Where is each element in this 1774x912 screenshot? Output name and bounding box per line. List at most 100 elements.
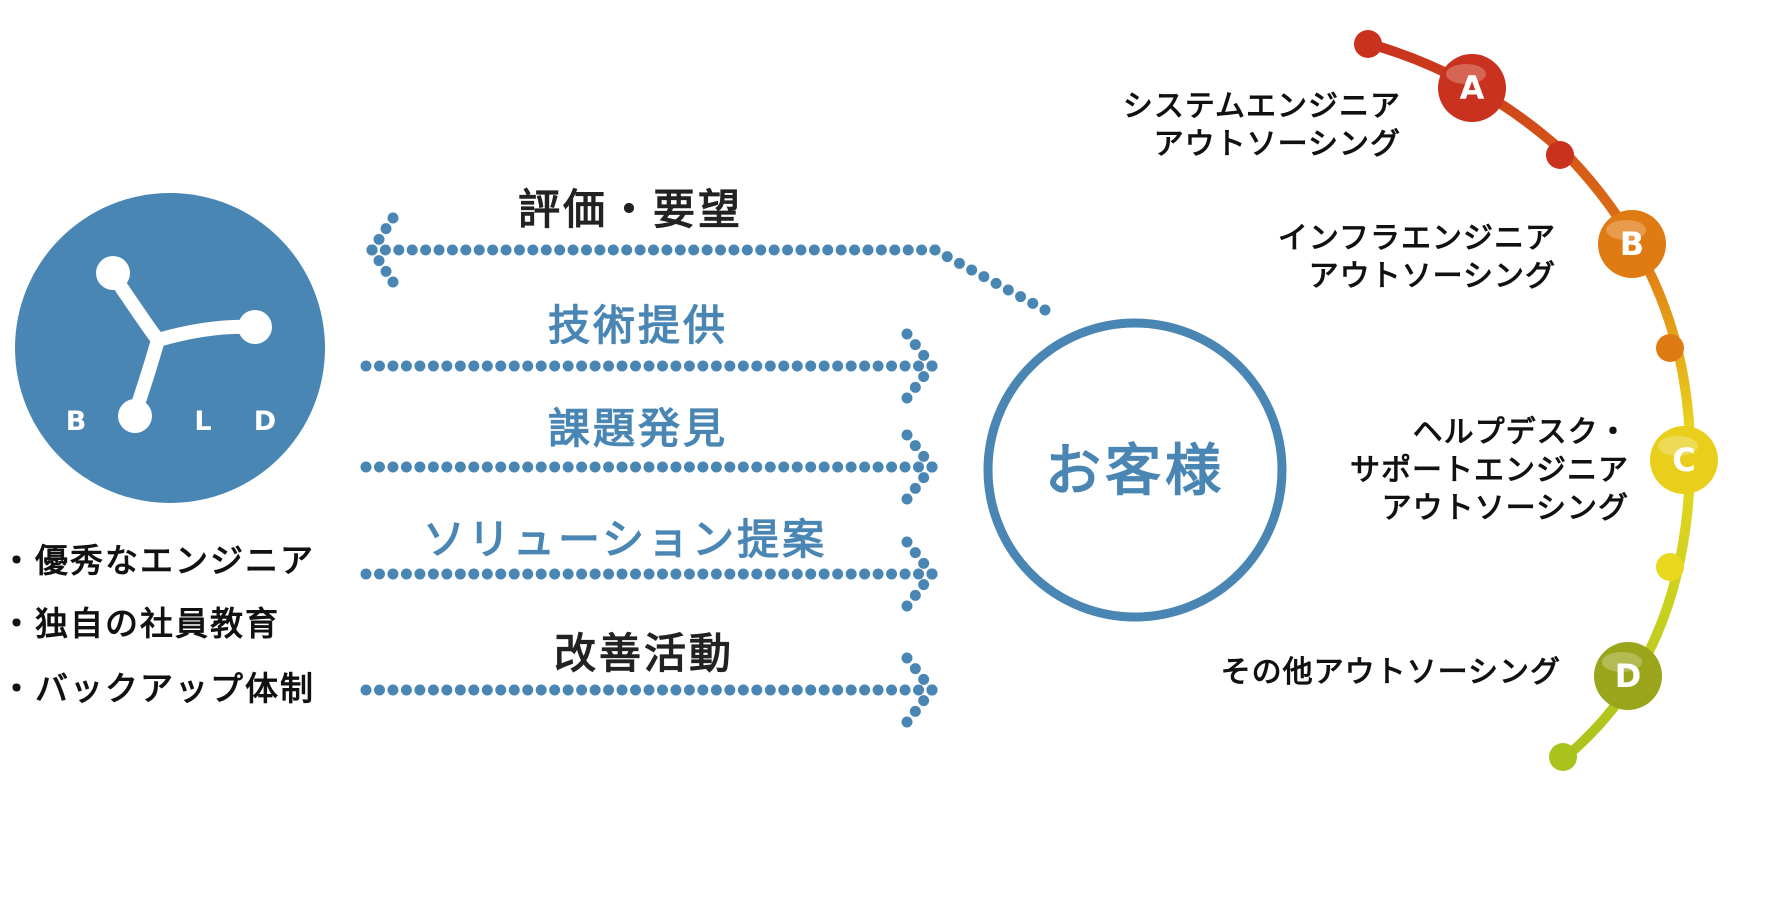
flow-arrow-dot-3 xyxy=(373,568,385,580)
flow-arrow-dot-3 xyxy=(522,568,534,580)
flow-arrow-dot-2 xyxy=(683,461,695,473)
feedback-arrow-dot xyxy=(941,251,953,263)
flow-arrow-dot-2 xyxy=(886,461,898,473)
feedback-arrow-dot xyxy=(580,244,592,256)
flow-arrow-dot-4 xyxy=(616,684,628,696)
flow-arrow-dot-3 xyxy=(549,568,561,580)
flow-arrow-dot-1 xyxy=(737,360,749,372)
flow-arrow-dot-2 xyxy=(845,461,857,473)
flow-arrow-dot-1 xyxy=(468,360,480,372)
feedback-arrow-dot xyxy=(808,244,820,256)
feedback-arrow-dot xyxy=(487,244,499,256)
logo-node-icon xyxy=(238,310,272,344)
bld-logo: B L D xyxy=(15,193,325,503)
feedback-arrow-dot xyxy=(379,244,391,256)
flow-arrow-dot-2 xyxy=(656,461,668,473)
flow-arrow-dot-4 xyxy=(751,684,763,696)
service-badge-a xyxy=(1438,54,1506,122)
flow-arrow-dot-3 xyxy=(764,568,776,580)
feedback-arrow-dot xyxy=(768,244,780,256)
feedback-arrow-dot xyxy=(648,244,659,256)
flow-arrow-dot-2 xyxy=(549,461,561,473)
flow-arrow-dot-2 xyxy=(724,461,736,473)
feedback-arrow-dot xyxy=(1039,304,1051,316)
flow-arrowhead-dot-3 xyxy=(918,579,930,591)
flow-arrow-dot-1 xyxy=(603,360,615,372)
service-badge-c xyxy=(1650,426,1718,494)
flow-label-feedback: 評価・要望 xyxy=(518,185,744,234)
flow-arrow-dot-2 xyxy=(414,461,426,473)
flow-arrow-dot-4 xyxy=(535,684,547,696)
feedback-arrow-dot xyxy=(916,244,928,256)
feedback-arrow-dot xyxy=(406,244,418,256)
flow-arrow-dot-2 xyxy=(832,461,844,473)
feedback-arrow-dot xyxy=(513,244,525,256)
flow-arrow-dot-3 xyxy=(616,568,628,580)
flow-arrow-dot-2 xyxy=(697,461,709,473)
service-badge-b xyxy=(1598,210,1666,278)
service-badge-d xyxy=(1594,642,1662,710)
flow-arrow-dot-4 xyxy=(630,684,642,696)
flow-arrows xyxy=(360,212,1051,728)
feedback-arrow-dot xyxy=(688,244,700,256)
flow-arrowhead-dot-1 xyxy=(926,360,938,372)
flow-arrow-dot-4 xyxy=(872,684,884,696)
flow-arrowhead-dot-1 xyxy=(909,339,921,351)
badge-highlight xyxy=(1602,652,1642,672)
flow-arrow-dot-2 xyxy=(387,461,399,473)
logo-letter: D xyxy=(254,406,276,437)
flow-label-solution-proposal: ソリューション提案 xyxy=(423,515,828,564)
flow-arrow-dot-1 xyxy=(899,360,911,372)
flow-arrow-dot-4 xyxy=(791,684,803,696)
flow-arrow-dot-3 xyxy=(427,568,439,580)
flow-arrow-dot-4 xyxy=(778,684,790,696)
flow-arrow-dot-2 xyxy=(427,461,439,473)
flow-arrow-dot-2 xyxy=(630,461,642,473)
flow-arrowhead-dot-2 xyxy=(901,429,913,441)
flow-arrow-dot-4 xyxy=(373,684,385,696)
flow-arrow-dot-4 xyxy=(913,684,925,696)
service-d-line: その他アウトソーシング xyxy=(1220,655,1561,690)
flow-arrowhead-dot-1 xyxy=(918,371,930,383)
flow-arrow-dot-3 xyxy=(454,568,466,580)
logo-letter: B xyxy=(66,406,87,437)
flow-arrow-dot-4 xyxy=(737,684,749,696)
flow-arrowhead-dot-1 xyxy=(901,392,913,404)
service-b-line: アウトソーシング xyxy=(1308,259,1556,294)
feedback-arrowhead-dot xyxy=(380,265,392,277)
flow-arrow-dot-3 xyxy=(400,568,412,580)
flow-arrow-dot-3 xyxy=(818,568,830,580)
feedback-arrowhead-dot xyxy=(366,244,378,256)
flow-arrow-dot-2 xyxy=(643,461,655,473)
customer-label: お客様 xyxy=(1045,439,1225,504)
arc-dot xyxy=(1656,553,1684,581)
feedback-arrow-dot xyxy=(929,244,941,256)
flow-arrow-dot-2 xyxy=(710,461,722,473)
feedback-arrow-dot xyxy=(446,244,458,256)
flow-arrow-dot-3 xyxy=(859,568,871,580)
arc-dot xyxy=(1656,334,1684,362)
flow-arrowhead-dot-3 xyxy=(901,536,913,548)
flow-arrow-dot-4 xyxy=(481,684,493,696)
badge-highlight xyxy=(1606,220,1646,240)
flow-arrowhead-dot-2 xyxy=(918,472,930,484)
flow-arrow-dot-3 xyxy=(913,568,925,580)
flow-arrow-dot-2 xyxy=(576,461,588,473)
flow-arrow-dot-4 xyxy=(845,684,857,696)
flow-arrow-dot-3 xyxy=(562,568,574,580)
service-badge-letter: A xyxy=(1460,69,1485,107)
flow-arrow-dot-2 xyxy=(495,461,507,473)
feedback-arrow-dot xyxy=(540,244,552,256)
flow-arrow-dot-4 xyxy=(441,684,453,696)
flow-arrow-dot-1 xyxy=(549,360,561,372)
flow-arrowhead-dot-4 xyxy=(918,673,930,685)
feedback-arrow-dot xyxy=(715,244,727,256)
flow-arrow-dot-2 xyxy=(454,461,466,473)
flow-arrow-dot-3 xyxy=(737,568,749,580)
flow-arrow-dot-4 xyxy=(360,684,372,696)
feedback-arrow-dot xyxy=(674,244,686,256)
flow-arrow-dot-4 xyxy=(832,684,844,696)
